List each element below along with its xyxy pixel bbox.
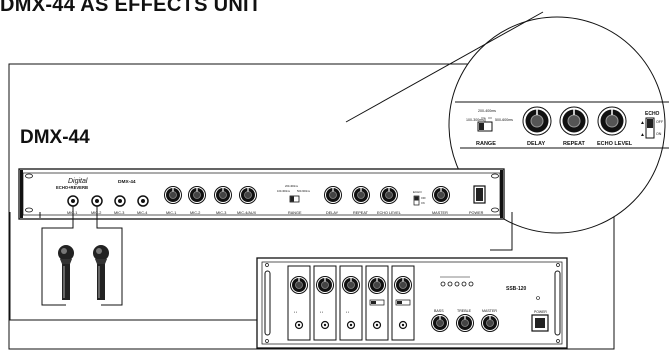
mixer-channel-2-knob: [315, 275, 335, 295]
echo-level-label: ECHO LEVEL: [377, 211, 401, 215]
mixer-channel-4-knob: [367, 275, 387, 295]
input-jack-1[interactable]: [67, 195, 79, 207]
mixer-channel-2-jack: [320, 320, 330, 330]
mixer-channel-1: ▪ ▪: [287, 265, 311, 341]
zoom-range-opt-3: 500-600ms: [495, 118, 513, 122]
delay-knob[interactable]: [323, 185, 343, 205]
mic-cable-1: [41, 206, 74, 306]
input-jack-1-label: MIC-1: [67, 211, 77, 215]
zoom-range-opt-1: 100-300ms: [466, 118, 484, 122]
cable-left: [9, 212, 262, 321]
mixer-treble-knob[interactable]: [455, 313, 475, 333]
range-opt-1: 100-300ms: [277, 189, 291, 193]
mixer-bass-label: BASS: [434, 309, 444, 313]
delay-label: DELAY: [326, 211, 339, 215]
mic-knob-2-label: MIC-2: [190, 211, 200, 215]
mixer-channel-2: ▪ ▪: [313, 265, 337, 341]
echo-label: ECHO: [413, 190, 422, 194]
zoom-echo-level-label: ECHO LEVEL: [597, 141, 633, 147]
zoom-echo-label: ECHO: [645, 111, 660, 117]
cable-right: [490, 212, 513, 251]
mixer-channel-5: [391, 265, 415, 341]
mixer-bass-knob[interactable]: [430, 313, 450, 333]
mixer-channel-4: [365, 265, 389, 341]
zoom-repeat-knob[interactable]: [559, 106, 589, 136]
mic-knob-3-label: MIC-3: [216, 211, 226, 215]
mic-knob-2[interactable]: [187, 185, 207, 205]
zoom-echo-on: ON: [656, 132, 662, 136]
input-jack-2-label: MIC-2: [91, 211, 101, 215]
master-knob[interactable]: [431, 185, 451, 205]
dmx44-front-panel: Digital ECHO+REVERB DMX-44 MIC-1 MIC-2 M…: [18, 168, 505, 220]
zoom-panel-strip: 100-300ms 200-400ms 500-600ms RANGE DELA…: [455, 101, 669, 149]
mixer-master-knob[interactable]: [480, 313, 500, 333]
mixer-channel-3-knob: [341, 275, 361, 295]
range-opt-3: 500-600ms: [297, 189, 311, 193]
zoom-repeat-label: REPEAT: [563, 141, 586, 147]
mic-knob-1[interactable]: [163, 185, 183, 205]
mixer-channel-5-jack: [398, 320, 408, 330]
brand-script: Digital: [68, 178, 88, 185]
panel-subtitle: ECHO+REVERB: [56, 185, 88, 190]
microphone-2: [93, 245, 109, 300]
input-jack-3[interactable]: [114, 195, 126, 207]
input-jack-4-label: MIC-4: [137, 211, 147, 215]
input-jack-3-label: MIC-3: [114, 211, 124, 215]
repeat-knob[interactable]: [351, 185, 371, 205]
mixer-channel-3: ▪ ▪: [339, 265, 363, 341]
device-name-label: DMX-44: [20, 127, 90, 148]
zoom-range-switch[interactable]: [477, 121, 493, 132]
mixer-treble-label: TREBLE: [457, 309, 472, 313]
zoom-delay-label: DELAY: [527, 141, 545, 147]
svg-text:▪ ▪: ▪ ▪: [294, 310, 297, 314]
mixer-channel-5-knob: [393, 275, 413, 295]
mixer-master-label: MASTER: [482, 309, 497, 313]
ssb120-mixer: ▪ ▪ ▪ ▪ ▪ ▪: [256, 257, 568, 349]
svg-text:▲: ▲: [640, 120, 645, 126]
range-switch[interactable]: [289, 195, 300, 203]
mic-knob-1-label: MIC-1: [166, 211, 176, 215]
mic-cable-2: [96, 206, 123, 306]
mic-knob-3[interactable]: [213, 185, 233, 205]
master-label: MASTER: [432, 211, 448, 215]
echo-level-knob[interactable]: [379, 185, 399, 205]
zoom-range-label: RANGE: [476, 141, 496, 147]
echo-on: ON: [421, 202, 425, 205]
zoom-delay-knob[interactable]: [522, 106, 552, 136]
mixer-channel-1-knob: [289, 275, 309, 295]
range-opt-2: 200-400ms: [285, 184, 299, 188]
mic-knob-4-label: MIC-4/AUX: [237, 211, 257, 215]
svg-text:▪ ▪: ▪ ▪: [320, 310, 323, 314]
mixer-channel-4-jack: [372, 320, 382, 330]
input-jack-2[interactable]: [91, 195, 103, 207]
repeat-label: REPEAT: [353, 211, 369, 215]
mixer-channel-1-jack: [294, 320, 304, 330]
echo-off: OFF: [421, 197, 426, 200]
panel-model: DMX-44: [118, 179, 136, 185]
zoom-pointer-line: [345, 11, 544, 123]
mixer-model: SSB-120: [506, 286, 527, 292]
diagram-title: DMX-44 AS EFFECTS UNIT: [0, 0, 262, 16]
mic-knob-4-aux[interactable]: [238, 185, 258, 205]
zoom-echo-level-knob[interactable]: [597, 106, 627, 136]
mixer-selector-buttons: [440, 276, 474, 287]
zoom-echo-off: OFF: [656, 120, 664, 124]
input-jack-4[interactable]: [137, 195, 149, 207]
mixer-channel-3-jack: [346, 320, 356, 330]
svg-text:▲: ▲: [640, 132, 645, 138]
power-label: POWER: [469, 211, 484, 215]
range-label: RANGE: [288, 211, 302, 215]
mixer-power-label: POWER: [534, 310, 547, 314]
svg-text:▪ ▪: ▪ ▪: [346, 310, 349, 314]
microphone-1: [58, 245, 74, 300]
zoom-range-opt-2: 200-400ms: [478, 109, 496, 113]
